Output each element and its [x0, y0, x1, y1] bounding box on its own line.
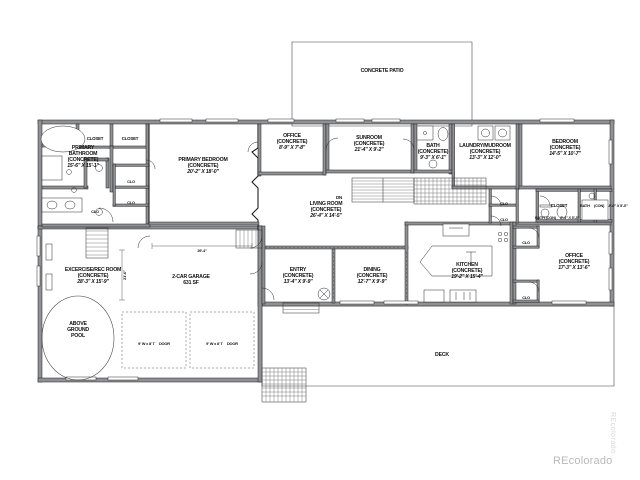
windows-bottom-wall — [65, 300, 587, 381]
label-garage-depth-dim: 21'-6" — [121, 270, 127, 280]
room-label-primary-bath-clo: CLO — [91, 209, 99, 214]
garage-dimension-lines — [119, 243, 253, 301]
above-ground-pool — [41, 295, 115, 381]
fixture-toilet-primary — [66, 169, 77, 193]
label-concrete-patio: CONCRETE PATIO — [360, 68, 404, 74]
fixture-double-vanity — [41, 197, 83, 213]
fixture-shower-primary — [41, 155, 63, 181]
room-label-clo-mid-upper: CLO — [127, 179, 135, 184]
room-label-clo-bedroom-lower: CLO — [500, 217, 508, 222]
watermark-recolorado: REcolorado — [553, 455, 613, 467]
watermark-recolorado-vertical: REcolorado — [609, 412, 616, 454]
fixture-bath-right-b — [581, 192, 609, 221]
label-garage-width-dim: 29'-4" — [197, 248, 207, 253]
deck-stairs — [261, 367, 307, 403]
concrete-patio-outline — [291, 41, 473, 127]
room-label-bath-right-corner: BATH (CON) 8'-0" X 5'-5" — [580, 203, 628, 208]
fixture-range — [449, 289, 477, 303]
label-above-ground-pool: ABOVE GROUND POOL — [67, 321, 89, 339]
label-garage: 2-CAR GARAGE 631 SF — [172, 274, 210, 286]
room-label-bath-right-small: BATH (CON) 8'-4" X 5'-3" — [534, 215, 580, 220]
room-label-office-right: OFFICE (CONCRETE) 17'-3" X 13'-6" — [558, 253, 590, 271]
room-label-closet-left-2: CLOSET — [121, 136, 139, 141]
label-deck: DECK — [435, 352, 449, 358]
interior-walls-center — [261, 221, 612, 305]
fixture-bath-right-a — [539, 204, 568, 219]
door-swings — [98, 137, 551, 301]
fixture-washer-dryer-left — [45, 243, 53, 291]
room-label-office-top: OFFICE (CONCRETE) 8'-9" X 7'-8" — [276, 133, 308, 151]
room-label-clo-right-upper: CLO — [522, 240, 530, 245]
room-label-sunroom: SUNROOM (CONCRETE) 21'-4" X 9'-2" — [353, 135, 385, 153]
fixture-laundry-appliances — [477, 125, 511, 141]
fixture-fireplace — [317, 287, 331, 301]
room-label-exercise-rec-room: EXCERCISE/REC ROOM (CONCRETE) 28'-3" X 1… — [64, 267, 122, 285]
room-label-laundry-mudroom: LAUNDRY/MUDROOM (CONCRETE) 13'-3" X 12'-… — [459, 143, 511, 161]
room-label-closet-left-1: CLOSET — [86, 136, 104, 141]
room-label-entry: ENTRY (CONCRETE) 13'-4" X 9'-9" — [282, 267, 314, 285]
room-label-bedroom: BEDROOM (CONCRETE) 14'-5" X 10'-7" — [549, 139, 581, 157]
fixture-soaking-tub — [40, 125, 86, 153]
room-label-bath-main: BATH (CONCRETE) 9'-3" X 6'-1" — [417, 143, 449, 161]
room-label-primary-bedroom: PRIMARY BEDROOM (CONCRETE) 20'-2" X 18'-… — [178, 157, 228, 175]
room-label-primary-bathroom: PRIMARY BATHROOM (CONCRETE) 15'-6" X 15'… — [67, 145, 99, 169]
stair-run-left — [85, 227, 109, 259]
room-label-clo-mid-lower: CLO — [127, 200, 135, 205]
fixture-pantry-shelving — [497, 231, 509, 243]
fixture-shower-clo — [95, 164, 103, 216]
fixture-kitchen-island — [419, 245, 493, 277]
stair-hatch-landing — [413, 177, 487, 205]
fixture-refrigerator — [423, 289, 445, 303]
room-label-dining: DINING (CONCRETE) 12'-7" X 9'-9" — [356, 267, 388, 285]
room-label-kitchen: KITCHEN (CONCRETE) 19'-2" X 15'-4" — [451, 262, 483, 280]
windows-left-wall — [36, 235, 41, 287]
interior-walls-right — [488, 188, 613, 303]
room-label-living-room: LIVING ROOM (CONCRETE) 26'-4" X 14'-5" — [309, 201, 343, 219]
garage-doors — [121, 311, 255, 369]
label-stair-down: DN — [336, 195, 342, 200]
deck-outline — [261, 305, 615, 387]
label-garage-door-2: 9' W x 8' T DOOR — [206, 341, 238, 346]
label-garage-door-1: 9' W x 8' T DOOR — [138, 341, 170, 346]
room-label-clo-right-lower: CLO — [522, 295, 530, 300]
stair-run-main — [351, 177, 415, 203]
windows-top-wall — [159, 118, 575, 123]
fixture-kitchen-sink — [442, 223, 470, 237]
entry-stoop — [282, 302, 320, 314]
stair-run-exterior — [235, 229, 263, 249]
windows-right-wall — [608, 139, 613, 291]
fixture-bath-main — [416, 125, 449, 169]
room-label-closet-right: CLOSET — [550, 203, 568, 208]
room-label-clo-bedroom-upper: CLO — [500, 201, 508, 206]
